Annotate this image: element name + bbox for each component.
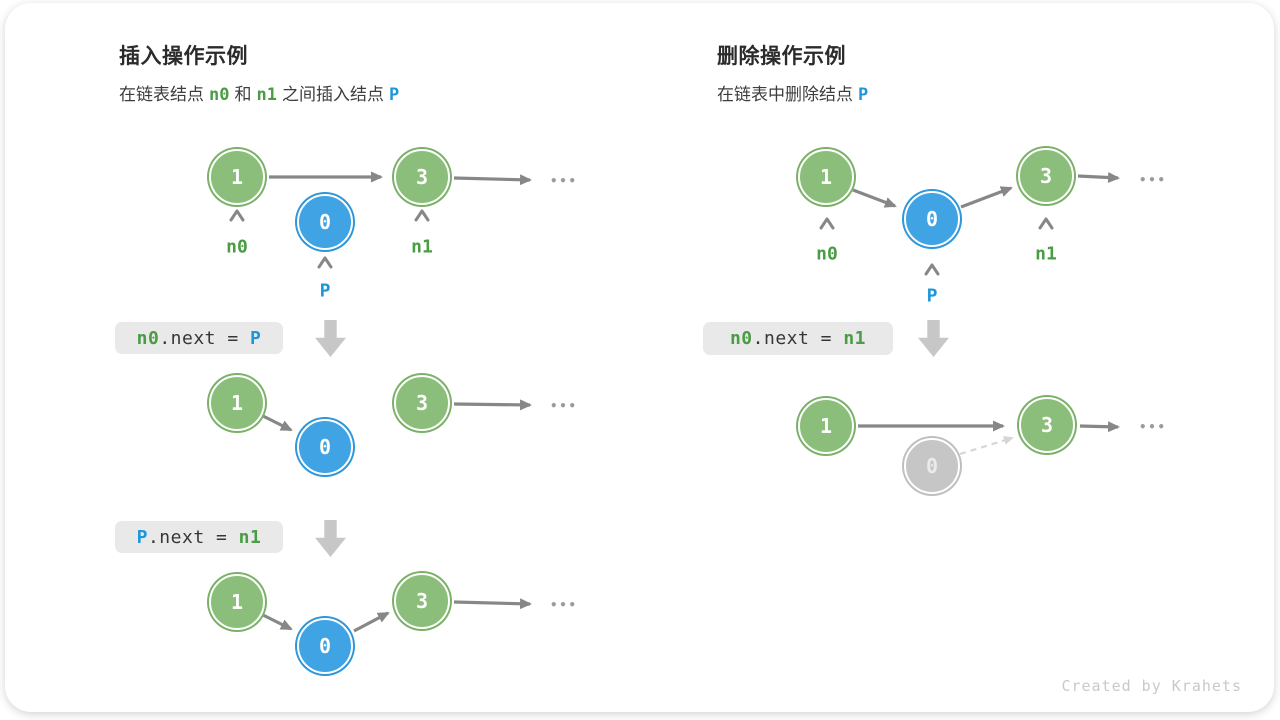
delete-panel-subtitle: 在链表中删除结点 P bbox=[717, 80, 873, 105]
node-1: 1 bbox=[209, 375, 265, 431]
node-1: 1 bbox=[209, 574, 265, 630]
pointer-caret bbox=[317, 256, 333, 269]
credit-text: Created by Krahets bbox=[1061, 677, 1242, 695]
label-n0: n0 bbox=[816, 243, 838, 265]
pointer-arrow bbox=[852, 188, 897, 208]
node-value: 3 bbox=[415, 391, 429, 415]
node-1: 1 bbox=[798, 398, 854, 454]
node-value: 0 bbox=[925, 207, 939, 231]
pointer-arrow bbox=[353, 611, 390, 633]
code-token-p: P bbox=[250, 327, 262, 349]
ellipsis: ••• bbox=[550, 174, 578, 188]
node-value: 3 bbox=[1040, 413, 1054, 437]
subtitle-text: 之间插入结点 bbox=[281, 85, 384, 104]
node-1: 1 bbox=[798, 149, 854, 205]
node-p-0-removed: 0 bbox=[904, 438, 960, 494]
pointer-arrow bbox=[1077, 172, 1120, 183]
label-p: P bbox=[926, 285, 938, 307]
code-token-p: P bbox=[136, 526, 148, 548]
subtitle-text: 在链表中删除结点 bbox=[717, 85, 853, 104]
node-value: 3 bbox=[1039, 164, 1053, 188]
ellipsis: ••• bbox=[1139, 173, 1167, 187]
ellipsis: ••• bbox=[550, 598, 578, 612]
code-box-n0-next-n1: n0.next = n1 bbox=[703, 322, 893, 355]
node-value: 0 bbox=[318, 634, 332, 658]
node-1: 1 bbox=[209, 149, 265, 205]
insert-panel-title: 插入操作示例 bbox=[119, 45, 248, 68]
node-value: 0 bbox=[318, 435, 332, 459]
pointer-arrow bbox=[1079, 421, 1120, 433]
pointer-arrow bbox=[262, 414, 293, 432]
pointer-arrow bbox=[453, 174, 532, 186]
node-3: 3 bbox=[1018, 148, 1074, 204]
token-n1: n1 bbox=[256, 85, 277, 105]
node-value: 1 bbox=[819, 414, 833, 438]
node-value: 3 bbox=[415, 165, 429, 189]
label-n0: n0 bbox=[226, 236, 248, 258]
code-token-n0: n0 bbox=[136, 327, 160, 349]
node-value: 0 bbox=[318, 210, 332, 234]
node-p-0: 0 bbox=[297, 618, 353, 674]
node-3: 3 bbox=[394, 149, 450, 205]
node-value: 1 bbox=[230, 391, 244, 415]
node-3: 3 bbox=[1019, 397, 1075, 453]
pointer-caret bbox=[414, 209, 430, 222]
code-text: .next = bbox=[147, 526, 239, 548]
node-p-0: 0 bbox=[904, 191, 960, 247]
subtitle-text: 和 bbox=[234, 85, 252, 104]
code-token-n1: n1 bbox=[238, 526, 262, 548]
label-n1: n1 bbox=[411, 236, 433, 258]
node-value: 3 bbox=[415, 589, 429, 613]
pointer-caret bbox=[819, 217, 835, 230]
pointer-caret bbox=[1038, 217, 1054, 230]
code-box-p-next-n1: P.next = n1 bbox=[115, 521, 283, 553]
node-value: 1 bbox=[230, 165, 244, 189]
token-p: P bbox=[858, 85, 869, 105]
node-3: 3 bbox=[394, 375, 450, 431]
label-p: P bbox=[319, 280, 331, 302]
ellipsis: ••• bbox=[1139, 420, 1167, 434]
label-n1: n1 bbox=[1035, 243, 1057, 265]
token-p: P bbox=[388, 85, 400, 105]
node-p-0: 0 bbox=[297, 419, 353, 475]
code-box-n0-next-p: n0.next = P bbox=[115, 322, 283, 354]
code-token-n1: n1 bbox=[843, 328, 867, 349]
node-3: 3 bbox=[394, 573, 450, 629]
pointer-arrow bbox=[262, 613, 293, 631]
delete-panel-title: 删除操作示例 bbox=[717, 45, 846, 68]
code-text: .next = bbox=[752, 328, 844, 349]
node-value: 1 bbox=[819, 165, 833, 189]
token-n0: n0 bbox=[209, 85, 230, 105]
node-value: 1 bbox=[230, 590, 244, 614]
code-text: .next = bbox=[159, 327, 251, 349]
code-token-n0: n0 bbox=[729, 328, 753, 349]
pointer-arrow bbox=[453, 399, 532, 411]
pointer-caret bbox=[924, 263, 940, 276]
node-p-0: 0 bbox=[297, 194, 353, 250]
removed-pointer-dashed-arrow bbox=[959, 436, 1014, 456]
ellipsis: ••• bbox=[550, 399, 578, 413]
pointer-arrow bbox=[960, 186, 1013, 209]
subtitle-text: 在链表结点 bbox=[119, 85, 204, 104]
node-value: 0 bbox=[925, 454, 939, 478]
pointer-arrow bbox=[453, 598, 532, 610]
pointer-caret bbox=[229, 209, 245, 222]
